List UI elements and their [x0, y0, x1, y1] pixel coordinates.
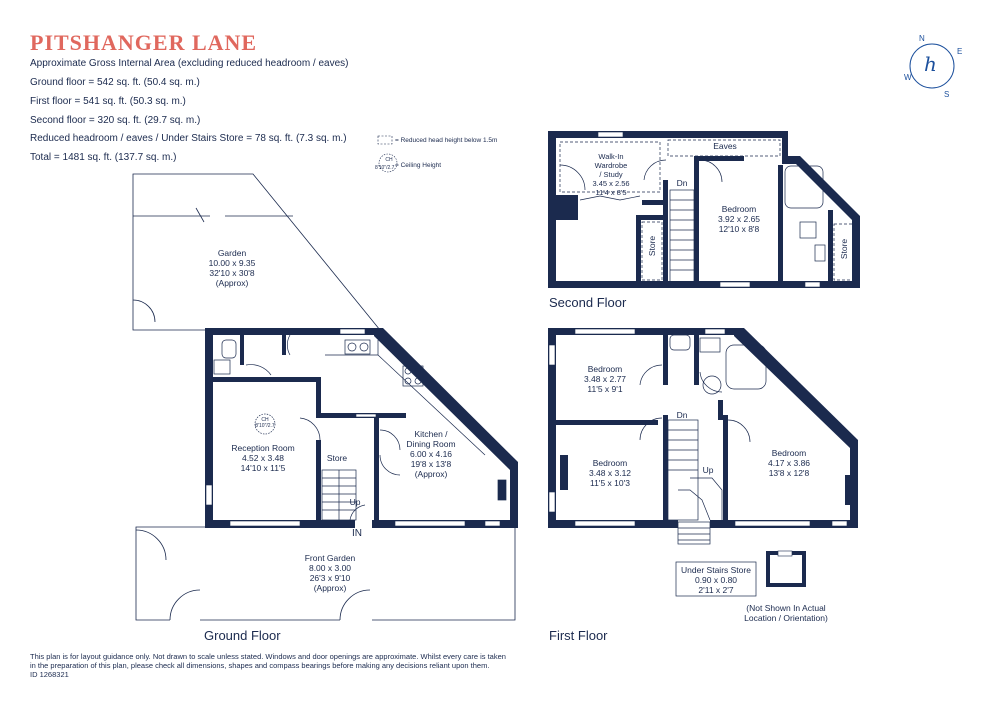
ground-up-label: Up	[349, 497, 361, 507]
legend-ceiling-height: = Ceiling Height	[395, 162, 442, 169]
compass-west: W	[904, 73, 912, 82]
compass-north: N	[919, 34, 925, 43]
legend-ceiling-circle-icon	[378, 153, 398, 173]
second-store-left-label: Store	[647, 235, 657, 257]
first-floor-label: First Floor	[549, 628, 608, 643]
eaves-label: Eaves	[713, 141, 737, 151]
compass-ring-icon	[909, 43, 955, 89]
reduced-headroom-area: Reduced headroom / eaves / Under Stairs …	[30, 133, 347, 144]
legend-dashed-box-icon	[377, 135, 393, 145]
under-stairs-store-inset	[675, 550, 806, 597]
compass-south: S	[944, 90, 950, 99]
second-floor-label: Second Floor	[549, 295, 627, 310]
legend-ch-badge-value: 8'10"/2.7	[375, 165, 395, 171]
garden-boundary	[132, 173, 516, 621]
brand-logo-icon: h	[924, 52, 937, 76]
legend-reduced-headroom: = Reduced head height below 1.5m	[395, 137, 498, 144]
legend-ch-badge: CH	[385, 157, 393, 163]
first-dn-label: Dn	[676, 410, 688, 420]
first-up-label: Up	[702, 465, 714, 475]
second-dn-label: Dn	[676, 178, 688, 188]
second-store-right-label: Store	[839, 238, 849, 260]
ground-floor-area: Ground floor = 542 sq. ft. (50.4 sq. m.)	[30, 77, 200, 88]
total-area: Total = 1481 sq. ft. (137.7 sq. m.)	[30, 152, 177, 163]
first-floor-area: First floor = 541 sq. ft. (50.3 sq. m.)	[30, 96, 186, 107]
second-floor-area: Second floor = 320 sq. ft. (29.7 sq. m.)	[30, 115, 201, 126]
disclaimer: This plan is for layout guidance only. N…	[30, 652, 506, 679]
gross-area-note: Approximate Gross Internal Area (excludi…	[30, 58, 349, 69]
ground-floor-label: Ground Floor	[204, 628, 281, 643]
ground-store-label: Store	[326, 453, 348, 463]
entrance-label: IN	[352, 528, 362, 539]
property-title: PITSHANGER LANE	[30, 30, 258, 55]
first-floor-walls	[548, 328, 858, 528]
compass-east: E	[957, 47, 963, 56]
ground-floor-walls	[205, 328, 518, 528]
